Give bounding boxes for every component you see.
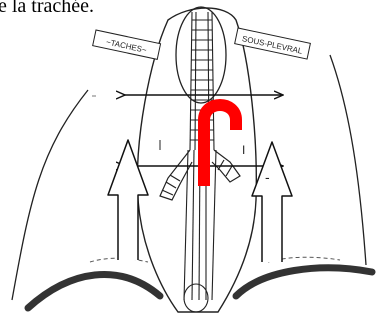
left-pleura-line xyxy=(12,90,88,300)
right-diaphragm-arc xyxy=(236,268,372,296)
top-right-note: SOUS-PLEVRAL xyxy=(235,28,311,59)
right-tick-label: I xyxy=(242,143,245,157)
red-hook-arrow xyxy=(204,105,236,186)
lower-right-mark: - xyxy=(265,169,270,185)
top-left-note: ~TACHES~ xyxy=(93,30,161,59)
upper-oval xyxy=(176,7,226,103)
right-upward-arrow xyxy=(252,142,292,262)
left-upward-arrow xyxy=(108,140,148,260)
right-pleura-line xyxy=(330,55,366,265)
